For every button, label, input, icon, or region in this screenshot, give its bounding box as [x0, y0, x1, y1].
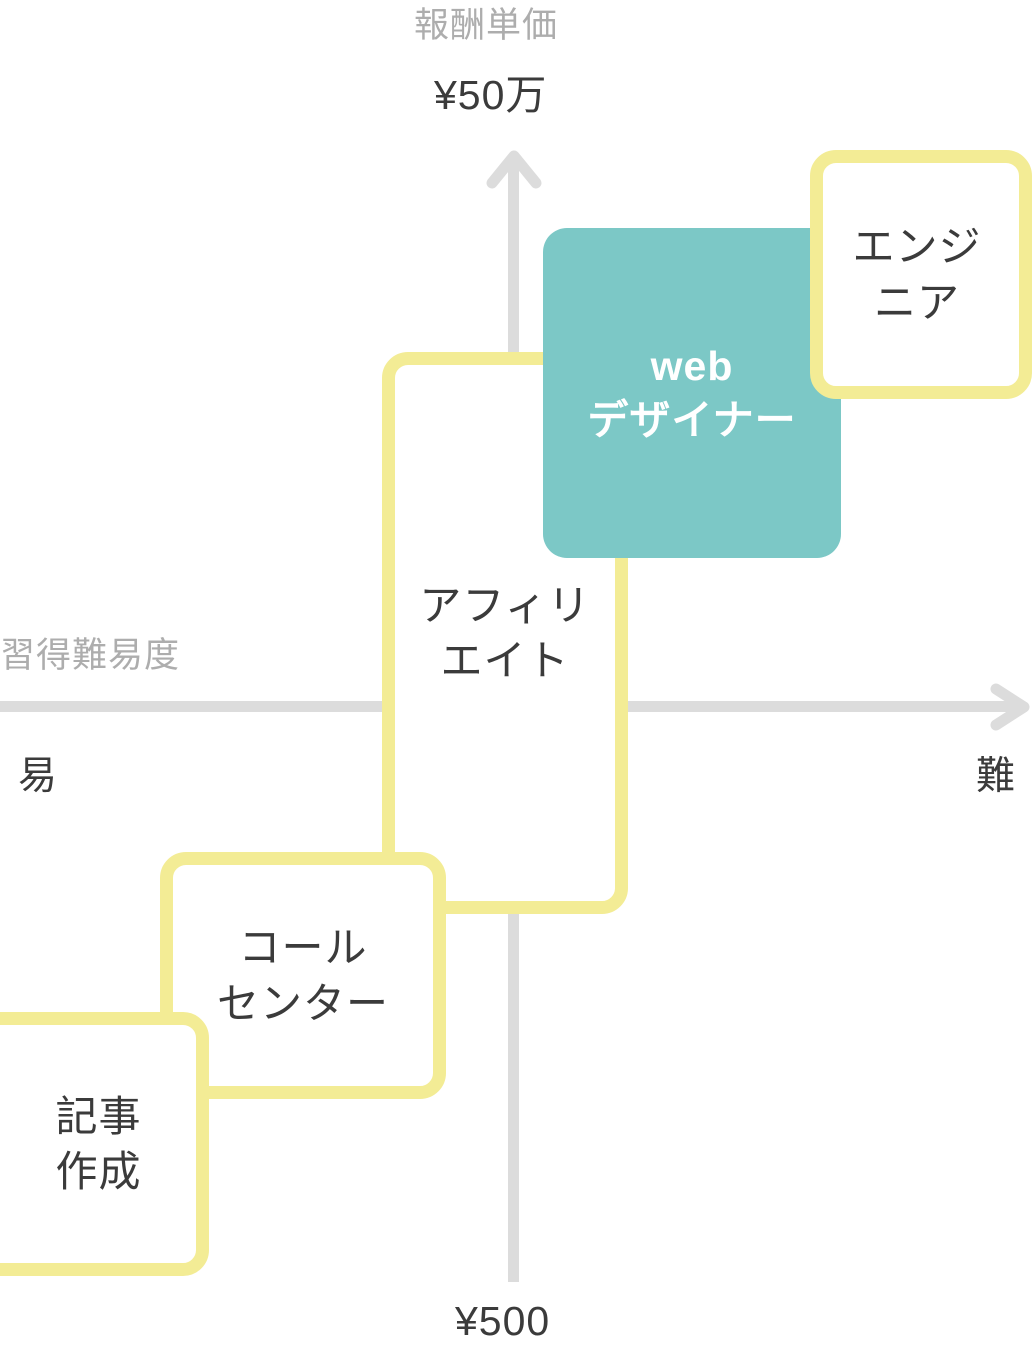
job-box-web-designer-line1: web	[650, 342, 734, 389]
job-box-article-writing[interactable]: 記事 作成	[0, 1012, 209, 1276]
job-box-affiliate-line2: エイト	[440, 637, 570, 684]
job-box-article-writing-label: 記事 作成	[21, 1089, 141, 1200]
y-axis-arrow-icon	[484, 145, 544, 191]
job-box-engineer[interactable]: エンジ ニア	[810, 150, 1032, 399]
job-box-callcenter-line1: コール	[238, 924, 368, 972]
job-box-web-designer-label: web デザイナー	[587, 339, 796, 447]
job-box-affiliate-line1: アフィリ	[419, 581, 591, 629]
job-box-web-designer-line2: デザイナー	[587, 397, 797, 443]
job-box-affiliate-label: アフィリ エイト	[419, 578, 590, 689]
job-box-web-designer[interactable]: web デザイナー	[543, 228, 841, 558]
job-box-callcenter-line2: センター	[216, 979, 389, 1027]
job-box-engineer-line1: エンジ	[852, 223, 982, 271]
x-axis-right-label: 難	[976, 755, 1016, 798]
x-axis-left-label: 易	[18, 755, 58, 798]
y-axis-title: 報酬単価	[414, 6, 559, 45]
y-axis-max-label: ¥50万	[434, 72, 548, 118]
job-box-article-writing-line1: 記事	[55, 1092, 142, 1140]
job-box-callcenter[interactable]: コール センター	[160, 852, 446, 1099]
x-axis-title: 習得難易度	[0, 636, 181, 675]
job-box-engineer-line2: ニア	[873, 278, 960, 326]
job-box-callcenter-label: コール センター	[217, 920, 389, 1031]
job-box-article-writing-line2: 作成	[55, 1148, 142, 1195]
job-box-engineer-label: エンジ ニア	[852, 219, 989, 330]
y-axis-min-label: ¥500	[455, 1298, 551, 1344]
x-axis-arrow-icon	[988, 683, 1032, 731]
